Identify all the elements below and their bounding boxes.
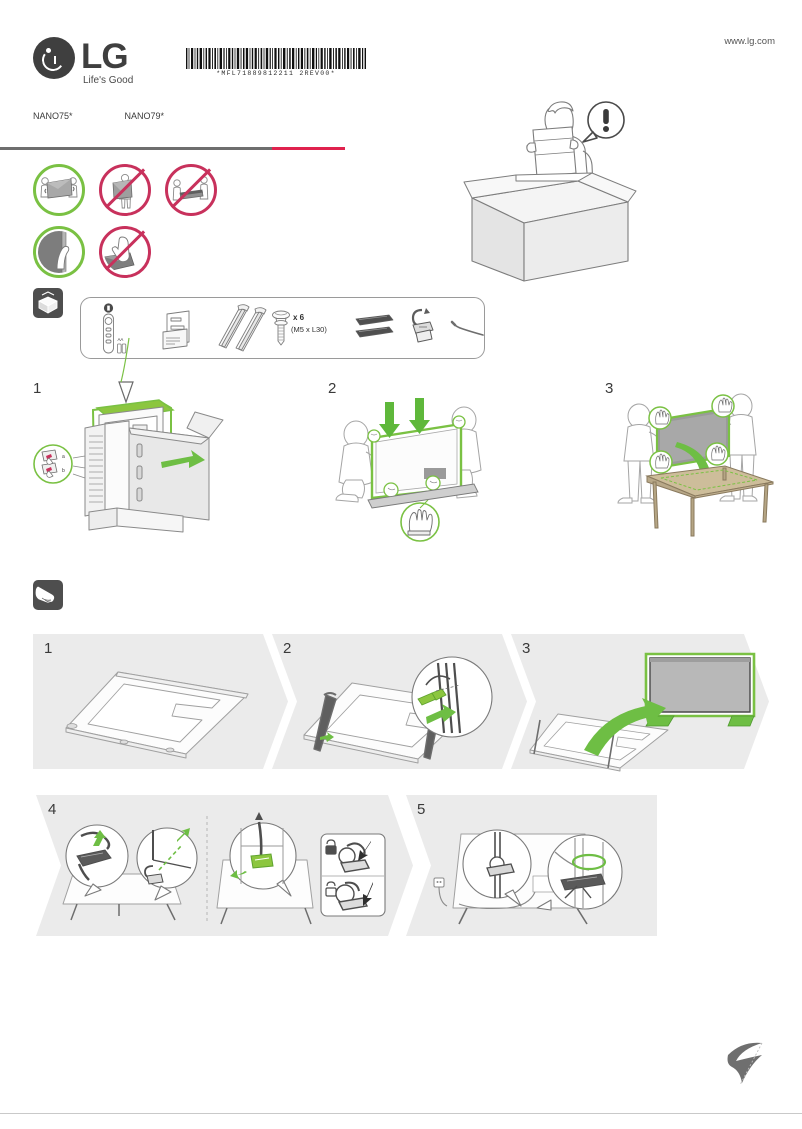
- warning-carry-screen-down: [165, 164, 217, 216]
- accessory-cable-tie: [450, 320, 485, 338]
- svg-text:AA: AA: [118, 337, 124, 342]
- assembly-step-1-art: [60, 660, 270, 765]
- assembly-step-1-number: 1: [44, 640, 53, 657]
- website-url: www.lg.com: [724, 36, 775, 47]
- lg-logo: LG Life's Good: [33, 37, 143, 86]
- accessory-cable-clip: [406, 307, 440, 347]
- header-divider: [0, 147, 345, 150]
- unbox-step-3: 3: [605, 380, 785, 540]
- assembly-step-2-number: 2: [283, 640, 292, 657]
- assembly-step-3-number: 3: [522, 640, 531, 657]
- warning-hold-bezel: [33, 226, 85, 278]
- warning-carry-two-people: [33, 164, 85, 216]
- open-box-icon: [33, 288, 63, 318]
- lg-logo-mark-icon: [33, 37, 75, 79]
- assembly-step-5-art: [425, 812, 650, 930]
- footer-divider: [0, 1113, 802, 1114]
- screw-quantity: x 6: [293, 313, 305, 322]
- unbox-step-1-number: 1: [33, 380, 42, 397]
- barcode: *MFL71889812211 2REV00*: [186, 48, 366, 77]
- allowed-ring: [33, 226, 85, 278]
- model-number-2: NANO79*: [124, 111, 165, 121]
- svg-text:a: a: [62, 454, 65, 460]
- accessory-remote-control: AA: [99, 303, 129, 357]
- pointing-hand-icon: [33, 580, 63, 610]
- forbidden-ring: [99, 226, 151, 278]
- swoosh-mark-icon: [726, 1041, 774, 1087]
- assembly-step-2-art: [290, 655, 525, 775]
- warning-carry-one-person: [99, 164, 151, 216]
- assembly-step-4-art: [55, 812, 395, 930]
- header: LG Life's Good: [0, 0, 802, 150]
- lg-wordmark: LG: [81, 37, 129, 76]
- model-number-1: NANO75*: [33, 111, 73, 121]
- forbidden-ring: [99, 164, 151, 216]
- assembly-step-3-art: [528, 650, 768, 772]
- lg-tagline: Life's Good: [83, 75, 134, 86]
- allowed-ring: [33, 164, 85, 216]
- barcode-bars-icon: [186, 48, 366, 69]
- model-numbers: NANO75* NANO79*: [33, 111, 164, 121]
- assembly-step-4-number: 4: [48, 801, 57, 818]
- screw-spec: (M5 x L30): [291, 325, 327, 334]
- unbox-step-3-number: 3: [605, 380, 614, 397]
- accessory-stand-legs: [216, 304, 274, 354]
- unbox-step-2: 2: [328, 380, 508, 542]
- unbox-step-2-number: 2: [328, 380, 337, 397]
- accessory-screw: [270, 309, 292, 347]
- assembly-step-5-number: 5: [417, 801, 426, 818]
- forbidden-ring: [165, 164, 217, 216]
- header-divider-accent: [272, 147, 345, 150]
- accessory-manual-and-cards: [159, 308, 203, 352]
- unbox-step-1: 1: [33, 337, 293, 540]
- warning-touch-screen: [99, 226, 151, 278]
- accessory-cable-covers: [353, 312, 395, 344]
- barcode-text: *MFL71889812211 2REV00*: [216, 70, 336, 77]
- svg-text:b: b: [62, 468, 65, 474]
- accessories-tray: AA: [80, 297, 485, 359]
- read-manual-illustration: [450, 85, 650, 290]
